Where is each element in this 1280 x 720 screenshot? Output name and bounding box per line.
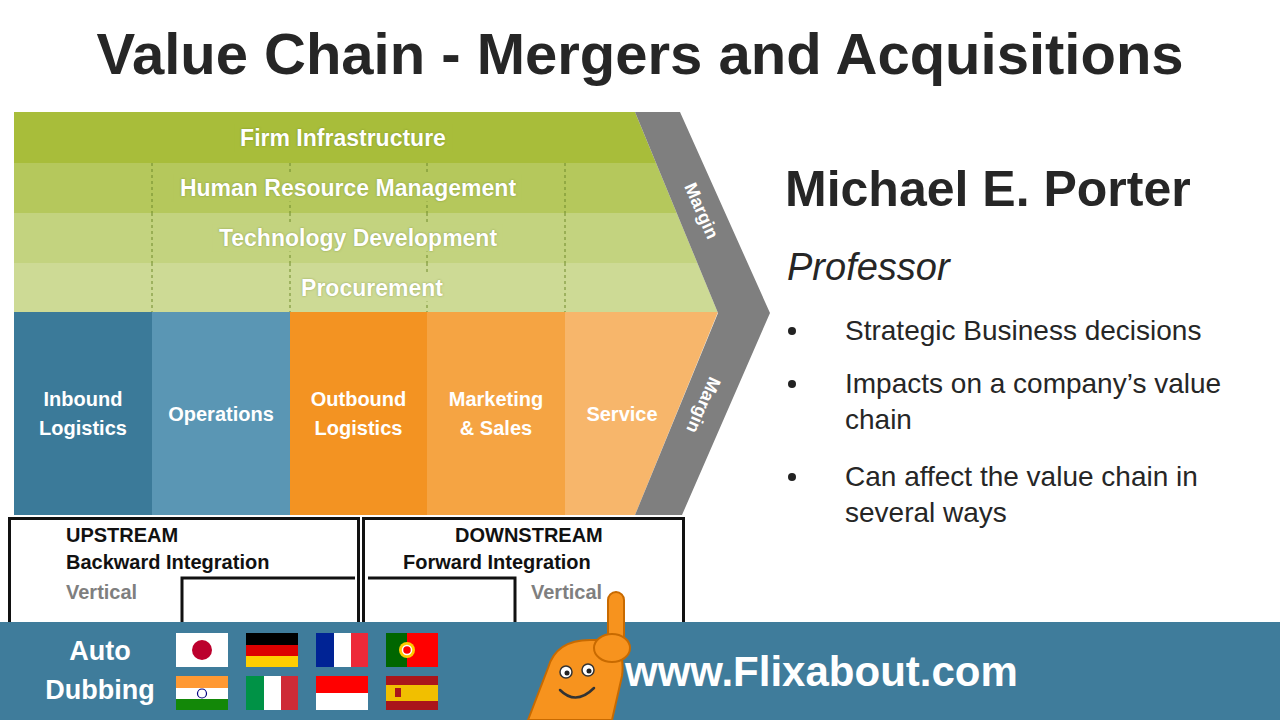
upstream-box: UPSTREAM Backward IntegrationVertical <box>8 517 360 622</box>
primary-activity-label: Outbound Logistics <box>299 385 419 443</box>
primary-activity-box: Operations <box>152 312 290 515</box>
flags <box>176 633 438 710</box>
bullet-dots <box>788 327 796 481</box>
person-role: Professor <box>787 246 1187 289</box>
primary-activity-label: Operations <box>156 399 286 428</box>
support-activity-band: Firm Infrastructure <box>14 112 719 163</box>
primary-activity-label: Inbound Logistics <box>23 385 143 443</box>
margin-chevron: MarginMargin <box>620 112 780 515</box>
support-activity-label: Procurement <box>295 274 449 301</box>
primary-activity-label: Marketing & Sales <box>445 385 547 443</box>
chevron-shape <box>620 112 780 515</box>
integration-label: Forward Integration <box>403 551 591 574</box>
direction-heading: UPSTREAM <box>66 524 178 547</box>
bullet-text: Can affect the value chain in several wa… <box>845 459 1265 532</box>
mascot <box>528 592 630 720</box>
primary-activity-box: Outbound Logistics <box>290 312 427 515</box>
downstream-box: DOWNSTREAM Forward IntegrationVertical <box>362 517 685 622</box>
footer-bar <box>0 622 1280 720</box>
bracket-lines <box>182 578 515 622</box>
primary-activity-box: Marketing & Sales <box>427 312 565 515</box>
primary-activity-box: Inbound Logistics <box>14 312 152 515</box>
support-activity-label: Firm Infrastructure <box>234 124 452 151</box>
integration-type: Vertical <box>66 581 137 604</box>
person-name: Michael E. Porter <box>785 160 1265 218</box>
title: Value Chain - Mergers and Acquisitions <box>0 14 1280 94</box>
support-activity-band: Procurement <box>14 263 719 312</box>
support-activity-label: Human Resource Management <box>174 175 522 202</box>
footer-caption: Auto Dubbing <box>40 632 160 710</box>
support-activity-band: Technology Development <box>14 213 719 263</box>
integration-label: Backward Integration <box>66 551 269 574</box>
direction-heading: DOWNSTREAM <box>455 524 603 547</box>
support-activity-band: Human Resource Management <box>14 163 719 213</box>
bullet-text: Strategic Business decisions <box>845 313 1265 349</box>
bullet-text: Impacts on a company’s value chain <box>845 366 1245 439</box>
support-activity-label: Technology Development <box>213 225 503 252</box>
website-url: www.Flixabout.com <box>625 648 1265 696</box>
primary-activity-label: Service <box>567 399 677 428</box>
integration-type: Vertical <box>531 581 602 604</box>
